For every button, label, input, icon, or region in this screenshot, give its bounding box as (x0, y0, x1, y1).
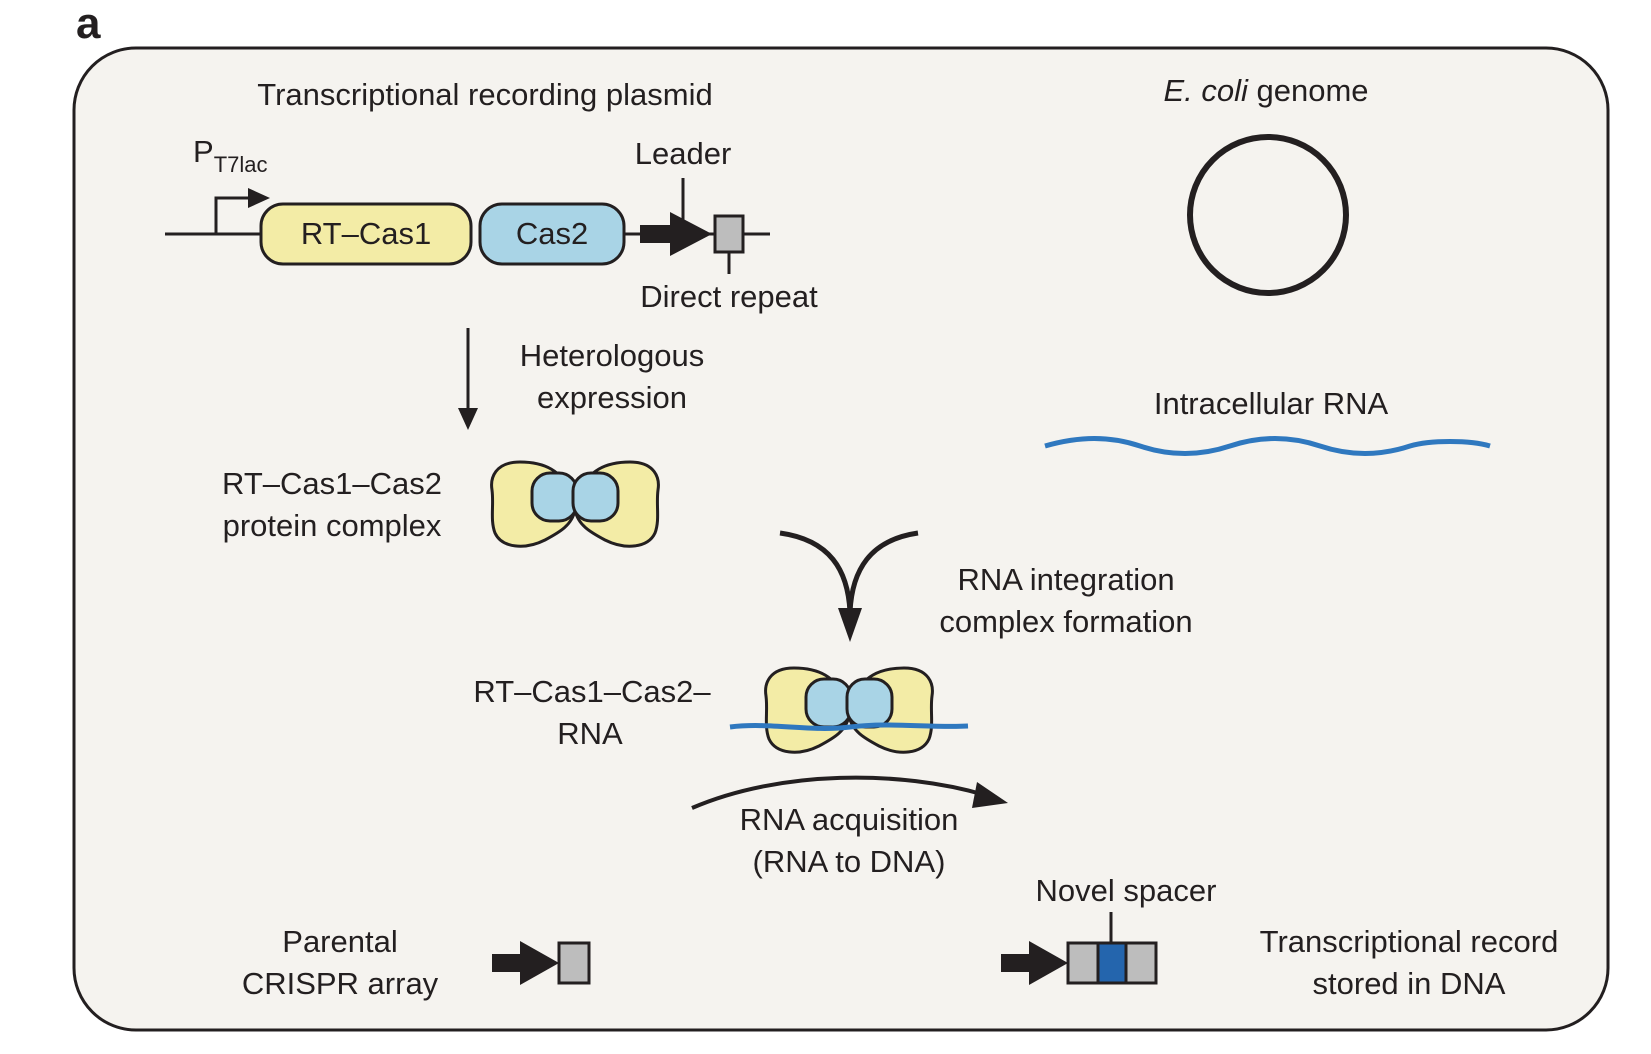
panel-background (72, 46, 1610, 1032)
complex-label-line1: RT–Cas1–Cas2 (222, 466, 442, 501)
novel-spacer-label: Novel spacer (1036, 873, 1217, 908)
plasmid-title: Transcriptional recording plasmid (257, 77, 712, 112)
rna-wave-icon (1044, 436, 1491, 456)
leader-block-arrow-icon (640, 212, 712, 256)
direct-repeat-label: Direct repeat (640, 279, 818, 314)
step-expression-line2: expression (537, 380, 687, 415)
step-acquisition-line2: (RNA to DNA) (753, 844, 946, 879)
step-integration-line2: complex formation (939, 604, 1192, 639)
promoter-label: PT7lac (193, 134, 267, 177)
direct-repeat-box (713, 214, 745, 254)
arrow-down-icon (458, 328, 478, 430)
gene-rt-cas1-label: RT–Cas1 (301, 216, 431, 251)
parental-array-icon (492, 941, 591, 985)
circle-genome-icon (1187, 134, 1349, 296)
curved-arrow-icon (691, 775, 1008, 810)
complex-label-line2: protein complex (223, 508, 442, 543)
merge-arrow-icon (779, 530, 919, 642)
step-integration-line1: RNA integration (957, 562, 1174, 597)
leader-label: Leader (635, 136, 732, 171)
protein-complex-icon (490, 460, 660, 548)
record-array-icon (1001, 941, 1158, 985)
gene-rt-cas1: RT–Cas1 (259, 202, 473, 266)
record-label-line1: Transcriptional record (1260, 924, 1559, 959)
promoter-arrow-icon (214, 188, 270, 234)
panel-letter: a (76, 0, 101, 48)
gene-cas2-label: Cas2 (516, 216, 588, 251)
novel-spacer-block (1096, 941, 1128, 985)
parental-array-line1: Parental (282, 924, 397, 959)
genome-title: E. coli genome (1163, 73, 1368, 108)
bound-rna-strand (729, 722, 969, 731)
intracellular-rna-label: Intracellular RNA (1154, 386, 1389, 421)
step-acquisition-line1: RNA acquisition (740, 802, 959, 837)
parental-array-line2: CRISPR array (242, 966, 439, 1001)
record-label-line2: stored in DNA (1313, 966, 1506, 1001)
gene-cas2: Cas2 (478, 202, 626, 266)
complex-rna-label-line1: RT–Cas1–Cas2– (473, 674, 711, 709)
complex-rna-label-line2: RNA (557, 716, 623, 751)
protein-rna-complex-icon (729, 666, 969, 754)
step-expression-line1: Heterologous (520, 338, 704, 373)
